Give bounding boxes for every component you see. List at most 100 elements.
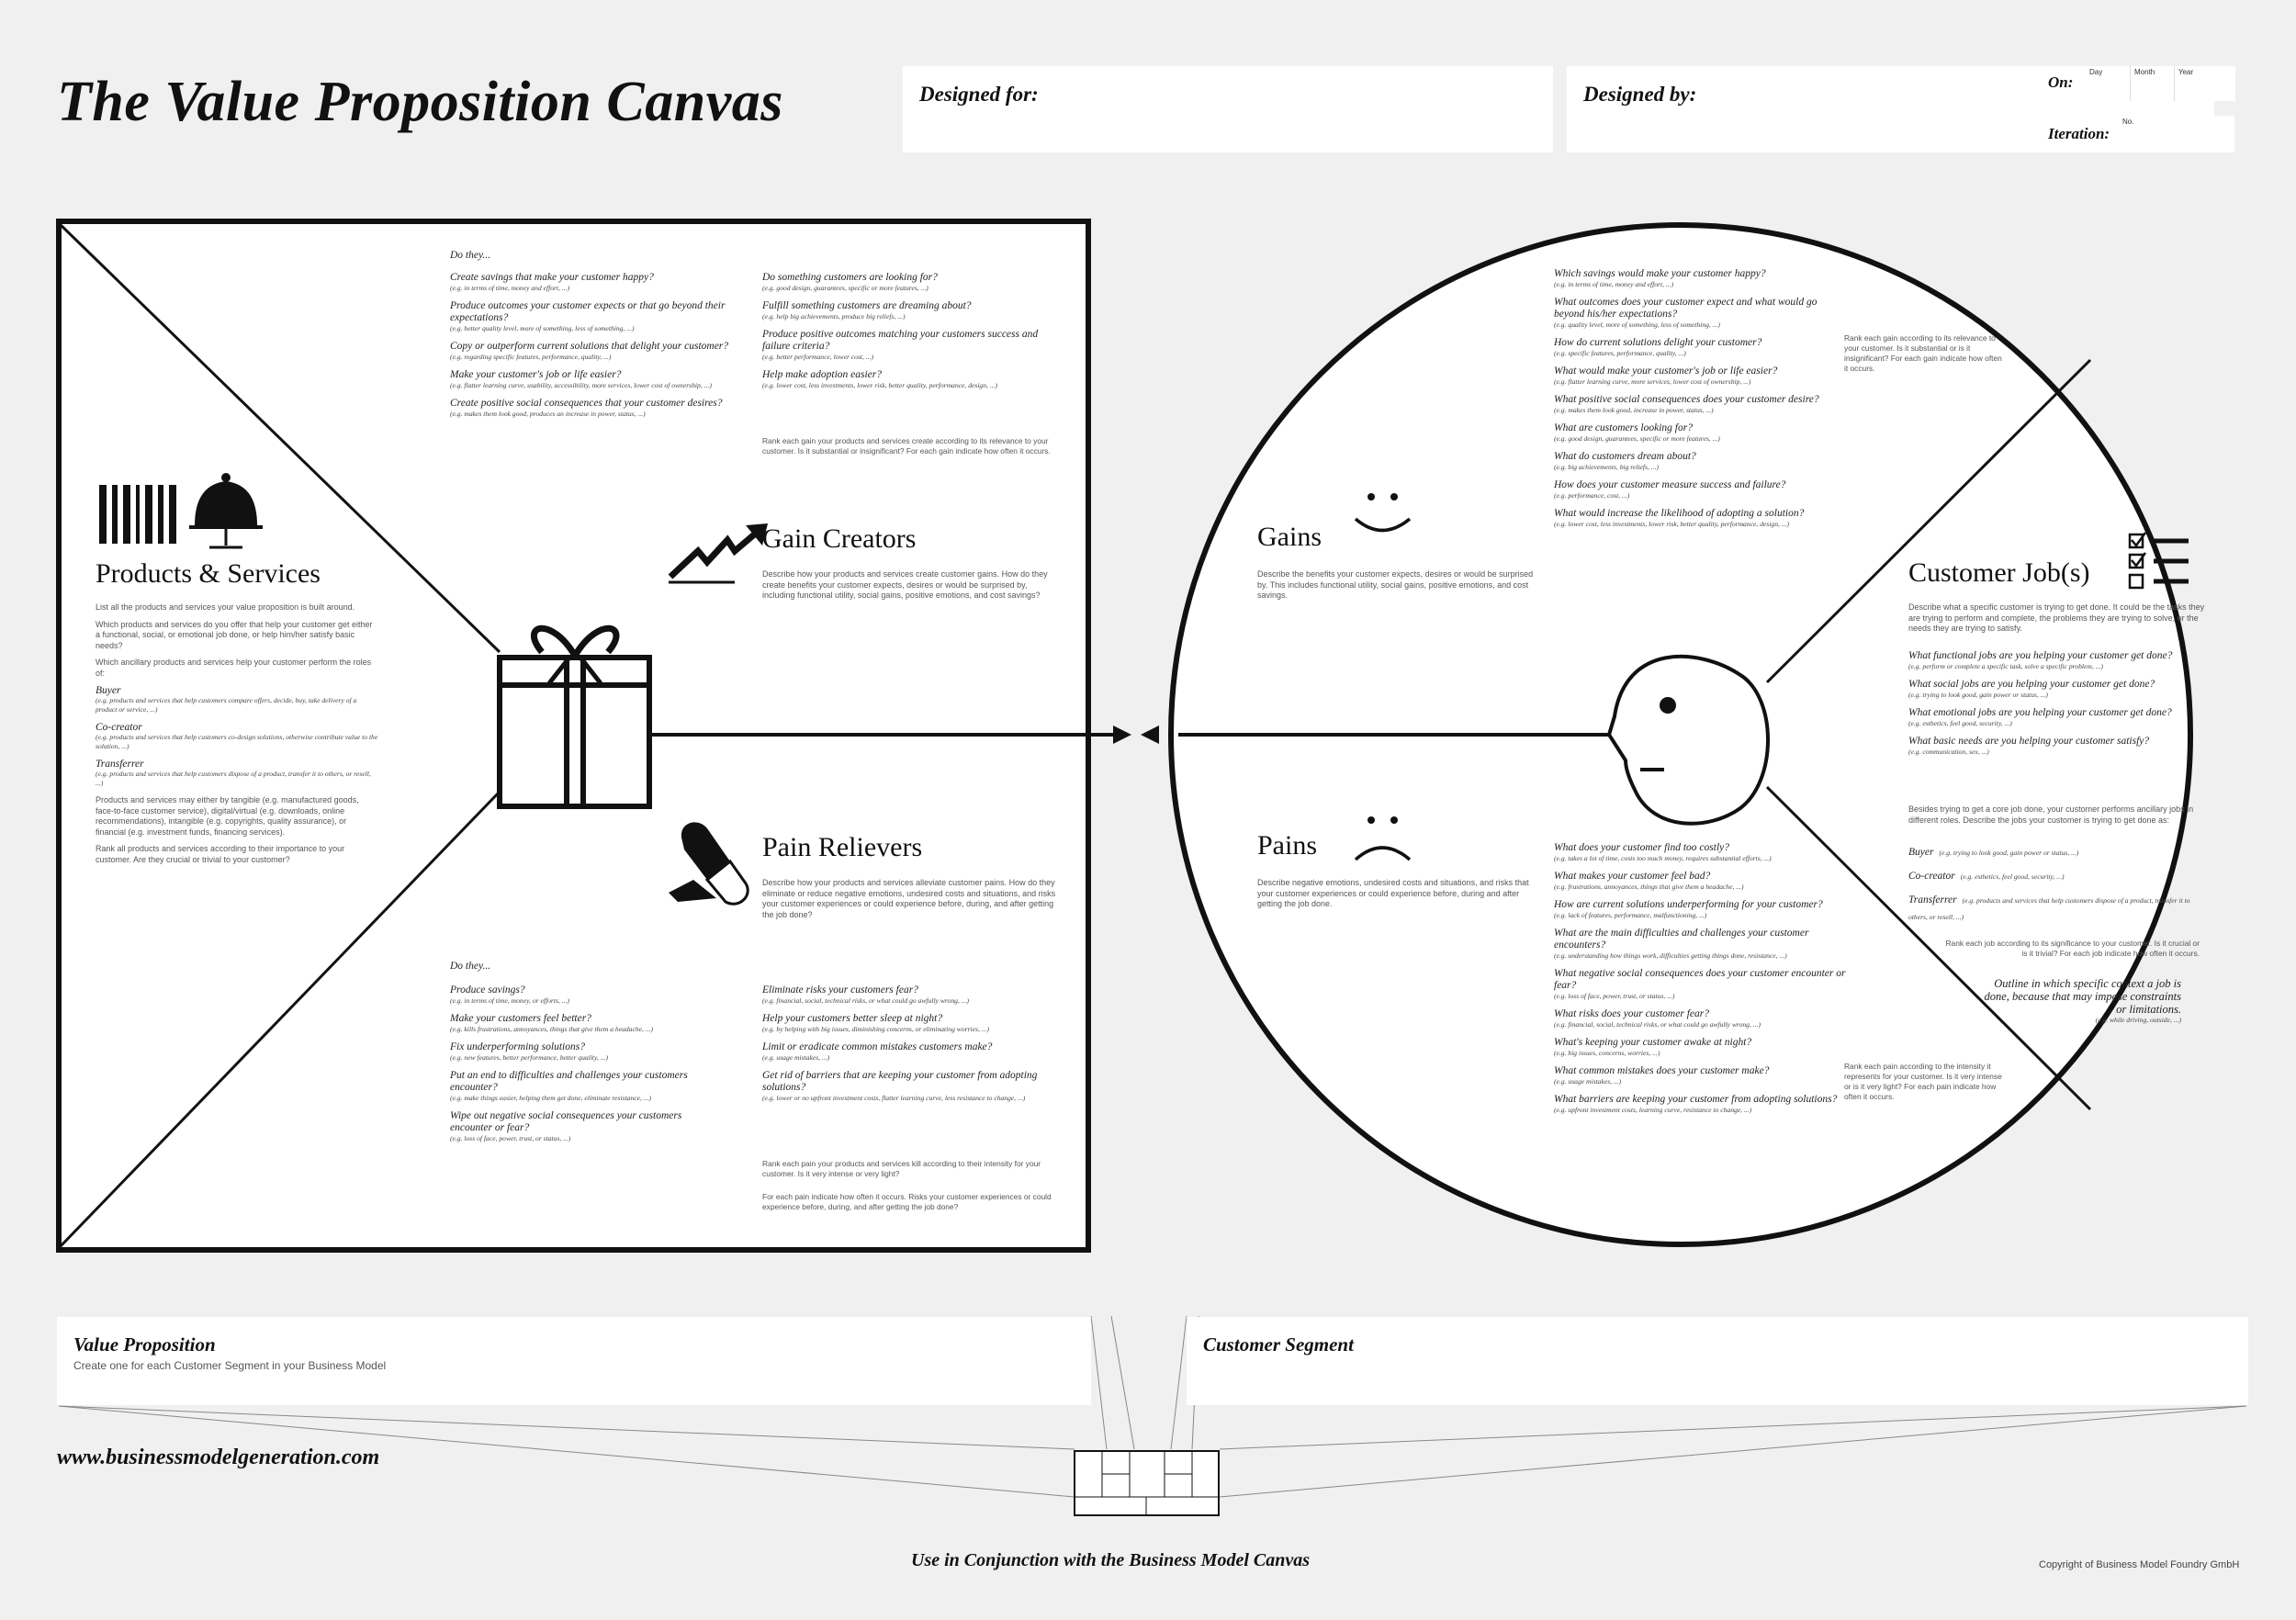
role-item: Buyer(e.g. trying to look good, gain pow… <box>1908 843 2202 860</box>
question-text: What are customers looking for? <box>1554 422 1693 433</box>
pill-icon <box>669 822 749 906</box>
question-example: (e.g. frustrations, annoyances, things t… <box>1554 883 1744 891</box>
question-text: What would make your customer's job or l… <box>1554 366 1778 377</box>
value-proposition-field[interactable]: Value Proposition Create one for each Cu… <box>57 1317 1091 1405</box>
question-example: (e.g. lower cost, less investments, lowe… <box>1554 520 1790 528</box>
cloche-icon <box>189 473 263 549</box>
customer-segment-field[interactable]: Customer Segment <box>1187 1317 2248 1405</box>
question-item: What basic needs are you helping your cu… <box>1908 736 2221 757</box>
role-example: (e.g. trying to look good, gain power or… <box>1939 849 2079 857</box>
question-item: What are the main difficulties and chall… <box>1554 928 1848 961</box>
question-text: What social jobs are you helping your cu… <box>1908 679 2155 690</box>
page-title: The Value Proposition Canvas <box>57 71 783 133</box>
question-text: Limit or eradicate common mistakes custo… <box>762 1041 993 1052</box>
question-text: What functional jobs are you helping you… <box>1908 650 2173 661</box>
role-example: (e.g. esthetics, feel good, security, ..… <box>1960 872 2065 881</box>
question-item: What outcomes does your customer expect … <box>1554 297 1848 330</box>
customer-jobs-questions: What functional jobs are you helping you… <box>1908 650 2221 764</box>
question-text: Which savings would make your customer h… <box>1554 268 1766 279</box>
circle-diagonal-bottom <box>1765 785 2092 1111</box>
question-item: Limit or eradicate common mistakes custo… <box>762 1041 1056 1063</box>
pains-rank-note: Rank each pain according to the intensit… <box>1844 1062 2002 1101</box>
question-text: Produce positive outcomes matching your … <box>762 329 1039 352</box>
question-item: Produce outcomes your customer expects o… <box>450 300 737 333</box>
do-they-top: Do they... <box>450 250 491 261</box>
question-item: What makes your customer feel bad?(e.g. … <box>1554 871 1848 892</box>
question-item: What functional jobs are you helping you… <box>1908 650 2221 671</box>
role-example: (e.g. products and services that help cu… <box>96 696 357 714</box>
question-example: (e.g. quality level, more of something, … <box>1554 321 1720 329</box>
products-desc-2: Which products and services do you offer… <box>96 619 373 650</box>
role-name: Transferrer <box>96 759 144 770</box>
frown-icon <box>1354 816 1412 861</box>
question-item: What negative social consequences does y… <box>1554 968 1848 1001</box>
question-example: (e.g. in terms of time, money and effort… <box>450 284 570 292</box>
question-item: What would make your customer's job or l… <box>1554 366 1848 387</box>
pain-relievers-title: Pain Relievers <box>762 832 923 862</box>
question-text: What common mistakes does your customer … <box>1554 1065 1770 1076</box>
question-example: (e.g. loss of face, power, trust, or sta… <box>1554 992 1675 1000</box>
question-example: (e.g. makes them look good, produces an … <box>450 410 646 418</box>
question-example: (e.g. in terms of time, money and effort… <box>1554 280 1674 288</box>
face-eye <box>1660 697 1676 714</box>
question-text: Make your customer's job or life easier? <box>450 369 622 380</box>
pains-title: Pains <box>1257 830 1318 861</box>
question-item: Create savings that make your customer h… <box>450 272 737 293</box>
question-text: Put an end to difficulties and challenge… <box>450 1070 688 1093</box>
question-text: How does your customer measure success a… <box>1554 479 1786 490</box>
year-field[interactable]: Year <box>2174 66 2235 101</box>
year-label: Year <box>2178 68 2194 76</box>
pain-reliever-rank-note-2: For each pain indicate how often it occu… <box>762 1192 1052 1211</box>
pains-questions: What does your customer find too costly?… <box>1554 842 1848 1122</box>
question-text: Fulfill something customers are dreaming… <box>762 300 972 311</box>
customer-jobs-title: Customer Job(s) <box>1908 557 2090 588</box>
role-name: Buyer <box>96 685 121 696</box>
customer-jobs-context-example: (e.g. while driving, outside, ...) <box>2095 1016 2181 1024</box>
role-item: Co-creator(e.g. esthetics, feel good, se… <box>1908 867 2202 883</box>
arrow-right-head <box>1113 726 1131 744</box>
role-name: Co-creator <box>96 722 142 733</box>
month-field[interactable]: Month <box>2130 66 2175 101</box>
question-example: (e.g. big achievements, big reliefs, ...… <box>1554 463 1660 471</box>
gain-creator-rank-note: Rank each gain your products and service… <box>762 436 1051 456</box>
question-text: Wipe out negative social consequences yo… <box>450 1110 682 1133</box>
value-map-diagonal-top <box>57 221 501 654</box>
question-example: (e.g. usage mistakes, ...) <box>1554 1077 1622 1086</box>
designed-for-field[interactable]: Designed for: <box>903 66 1553 152</box>
pain-reliever-rank-note-1: Rank each pain your products and service… <box>762 1159 1041 1178</box>
question-text: Fix underperforming solutions? <box>450 1041 585 1052</box>
do-they-bottom: Do they... <box>450 961 491 972</box>
barcode-icon <box>99 485 176 544</box>
question-text: What barriers are keeping your customer … <box>1554 1094 1838 1105</box>
question-item: What's keeping your customer awake at ni… <box>1554 1037 1848 1058</box>
question-text: What are the main difficulties and chall… <box>1554 928 1809 951</box>
business-model-canvas-thumbnail <box>1074 1450 1220 1516</box>
question-item: Fix underperforming solutions?(e.g. new … <box>450 1041 726 1063</box>
month-label: Month <box>2134 68 2155 76</box>
question-text: What outcomes does your customer expect … <box>1554 297 1818 320</box>
question-text: What emotional jobs are you helping your… <box>1908 707 2172 718</box>
question-item: What does your customer find too costly?… <box>1554 842 1848 863</box>
website-link[interactable]: www.businessmodelgeneration.com <box>57 1446 380 1469</box>
role-item: Transferrer(e.g. products and services t… <box>96 759 378 788</box>
arrow-left-head <box>1141 726 1159 744</box>
role-item: Buyer(e.g. products and services that he… <box>96 685 378 714</box>
value-map-diagonal-bottom <box>57 790 501 1250</box>
question-example: (e.g. financial, social, technical risks… <box>762 996 969 1005</box>
question-item: What common mistakes does your customer … <box>1554 1065 1848 1086</box>
customer-jobs-ancillary: Besides trying to get a core job done, y… <box>1908 804 2194 825</box>
value-proposition-label: Value Proposition <box>73 1333 216 1356</box>
question-text: Help make adoption easier? <box>762 369 882 380</box>
iteration-field[interactable]: Iteration: No. <box>2035 116 2234 152</box>
checklist-icon <box>2128 532 2189 590</box>
gains-rank-note: Rank each gain according to its relevanc… <box>1844 333 2002 373</box>
day-field[interactable]: Day <box>2086 66 2130 101</box>
question-example: (e.g. help big achievements, produce big… <box>762 312 906 321</box>
question-item: How does your customer measure success a… <box>1554 479 1848 501</box>
circle-diagonal-top <box>1765 358 2092 684</box>
copyright: Copyright of Business Model Foundry GmbH <box>2039 1559 2240 1570</box>
question-item: Wipe out negative social consequences yo… <box>450 1110 726 1143</box>
role-item: Co-creator(e.g. products and services th… <box>96 722 378 751</box>
role-item: Transferrer(e.g. products and services t… <box>1908 891 2202 924</box>
